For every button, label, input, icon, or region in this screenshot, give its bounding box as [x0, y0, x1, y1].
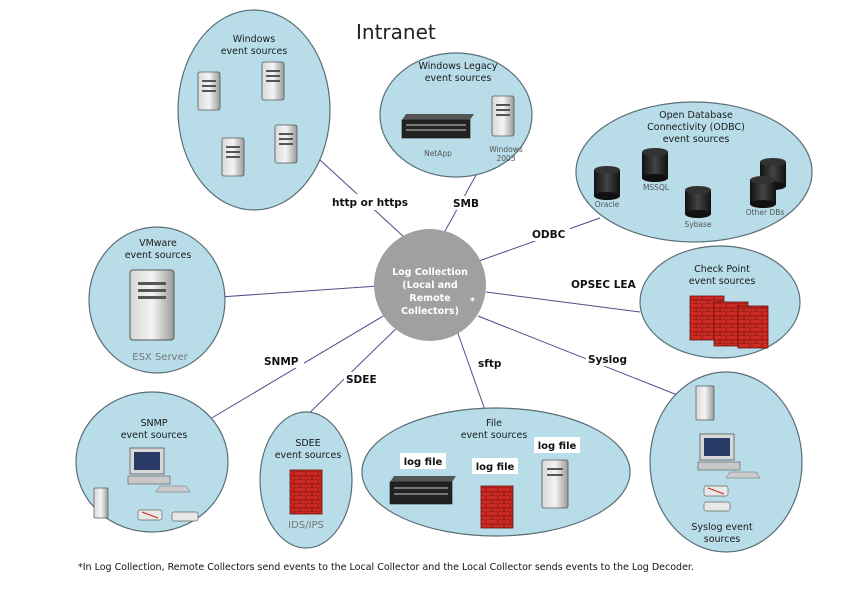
- connection-label-http: http or https: [332, 197, 408, 209]
- snmp-label-2: event sources: [121, 430, 188, 441]
- log-file-label: log file: [476, 462, 515, 473]
- router-icon: [703, 485, 729, 497]
- hub-label-4: Collectors): [401, 306, 459, 317]
- connection-label-sdee: SDEE: [346, 374, 377, 386]
- log-collection-hub: Log Collection (Local and Remote Collect…: [374, 229, 486, 341]
- checkpoint-label-2: event sources: [689, 276, 756, 287]
- windows-server-icon: [261, 61, 285, 101]
- server-icon: [695, 385, 715, 421]
- snmp-event-sources: SNMP event sources: [75, 391, 229, 533]
- windows-2003-label-1: Windows: [489, 145, 523, 154]
- oracle-database-icon: [594, 166, 620, 200]
- line-syslog: [477, 315, 691, 401]
- switch-icon: [171, 511, 199, 522]
- other-database-icon: [750, 176, 776, 208]
- checkpoint-label-1: Check Point: [694, 264, 750, 275]
- odbc-label-2: Connectivity (ODBC): [647, 122, 745, 133]
- odbc-bubble: [575, 101, 813, 243]
- file-label-2: event sources: [461, 430, 528, 441]
- snmp-label-1: SNMP: [140, 418, 167, 429]
- mssql-label: MSSQL: [643, 183, 670, 192]
- windows-legacy-event-sources: Windows Legacy event sources NetApp Wind…: [379, 52, 533, 178]
- vmware-event-sources: VMware event sources ESX Server: [88, 226, 226, 374]
- footnote: *In Log Collection, Remote Collectors se…: [78, 562, 694, 573]
- log-file-label: log file: [538, 441, 577, 452]
- hub-circle: [374, 229, 486, 341]
- odbc-label-1: Open Database: [659, 110, 733, 121]
- windows-server-icon: [197, 71, 221, 111]
- server-icon: [541, 459, 569, 509]
- ids-ips-firewall-icon: [289, 469, 323, 515]
- windows-label-2: event sources: [221, 46, 288, 57]
- other-dbs-label: Other DBs: [746, 208, 785, 217]
- syslog-label-2: sources: [704, 534, 741, 545]
- esx-server-icon: [129, 269, 175, 341]
- router-icon: [137, 509, 163, 521]
- hub-label-1: Log Collection: [392, 267, 468, 278]
- windows-2003-label-2: 2003: [496, 154, 515, 163]
- windows-event-sources: Windows event sources: [177, 9, 331, 211]
- windows-server-icon: [274, 124, 298, 164]
- windows-server-icon: [221, 137, 245, 177]
- firewall-icon: [480, 485, 514, 529]
- syslog-event-sources: Syslog event sources: [649, 371, 803, 553]
- sdee-label-2: event sources: [275, 450, 342, 461]
- diagram-title: Intranet: [356, 20, 436, 44]
- file-label-1: File: [486, 418, 502, 429]
- firewall-icon: [737, 305, 769, 349]
- windows-label-1: Windows: [233, 34, 275, 45]
- hub-asterisk: *: [470, 296, 475, 307]
- windows-legacy-label-2: event sources: [425, 73, 492, 84]
- esx-server-label: ESX Server: [132, 352, 188, 363]
- sdee-label-1: SDEE: [295, 438, 320, 449]
- connection-label-opsec: OPSEC LEA: [571, 279, 637, 291]
- line-file: [454, 324, 486, 411]
- sybase-database-icon: [685, 186, 711, 218]
- line-checkpoint: [485, 291, 641, 313]
- line-vmware: [219, 285, 379, 298]
- sybase-label: Sybase: [684, 220, 711, 229]
- connection-label-syslog: Syslog: [588, 354, 627, 366]
- storage-appliance-icon: [389, 476, 456, 505]
- hub-label-3: Remote: [409, 293, 450, 304]
- workstation-icon: [697, 433, 761, 479]
- odbc-label-3: event sources: [663, 134, 730, 145]
- syslog-label-1: Syslog event: [691, 522, 752, 533]
- vmware-label-1: VMware: [139, 238, 177, 249]
- ids-ips-label: IDS/IPS: [288, 520, 324, 531]
- netapp-label: NetApp: [424, 149, 452, 158]
- vmware-label-2: event sources: [125, 250, 192, 261]
- connection-label-smb: SMB: [453, 198, 479, 210]
- connection-label-sftp: sftp: [478, 358, 502, 370]
- server-icon: [93, 487, 109, 519]
- connection-label-snmp: SNMP: [264, 356, 299, 368]
- sdee-event-sources: SDEE event sources IDS/IPS: [259, 411, 353, 549]
- switch-icon: [703, 501, 731, 512]
- windows-2003-server-icon: [491, 95, 515, 137]
- connection-label-odbc: ODBC: [532, 229, 566, 241]
- windows-legacy-label-1: Windows Legacy: [418, 61, 497, 72]
- workstation-icon: [127, 447, 191, 493]
- line-sdee: [299, 319, 406, 423]
- checkpoint-event-sources: Check Point event sources: [639, 245, 801, 359]
- odbc-event-sources: Open Database Connectivity (ODBC) event …: [575, 101, 813, 243]
- hub-label-2: (Local and: [402, 280, 458, 291]
- log-file-label: log file: [404, 457, 443, 468]
- mssql-database-icon: [642, 148, 668, 182]
- oracle-label: Oracle: [595, 200, 620, 209]
- netapp-storage-icon: [401, 114, 474, 139]
- file-event-sources: File event sources log file log file log…: [361, 407, 631, 537]
